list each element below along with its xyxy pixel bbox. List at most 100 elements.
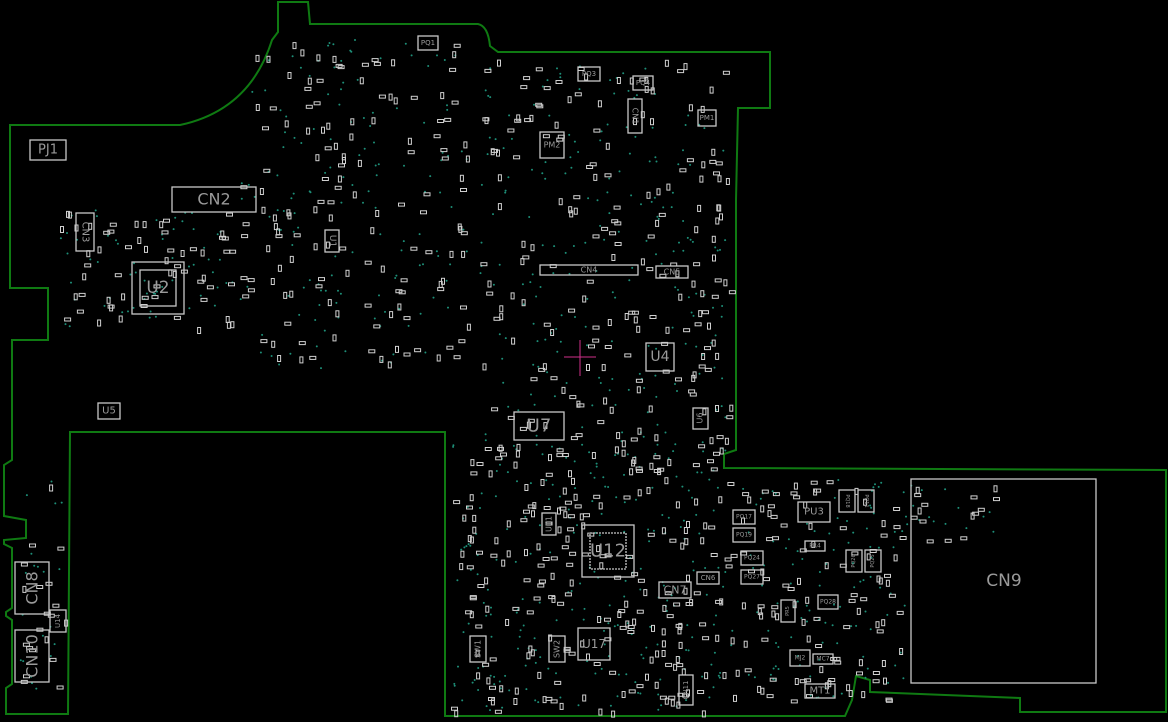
mosfet-pq17[interactable]: PQ17	[732, 509, 756, 525]
smd-pad	[29, 648, 36, 653]
chip-u11[interactable]: U11	[541, 512, 557, 536]
chip-u17[interactable]: U17	[577, 627, 611, 661]
connector-cn10[interactable]: CN10	[14, 629, 50, 683]
via	[595, 270, 598, 272]
switch-sw1[interactable]: SW1	[469, 635, 487, 663]
smd-pad	[819, 666, 824, 674]
jumper-mj2[interactable]: MJ2	[789, 649, 811, 667]
via	[395, 107, 398, 110]
via	[485, 614, 488, 617]
chip-u5[interactable]: U5	[97, 402, 121, 420]
mosfet-pq11[interactable]: PQ11	[857, 489, 875, 513]
smd-pad	[661, 628, 666, 636]
smd-pad	[636, 386, 641, 394]
via	[506, 528, 509, 531]
smd-pad	[993, 485, 998, 493]
resistor-pr4[interactable]: PR4	[804, 540, 826, 552]
smd-pad	[760, 568, 765, 576]
smd-pad	[588, 344, 595, 349]
smd-pad	[125, 245, 132, 250]
smd-pad	[228, 282, 235, 287]
via	[920, 489, 923, 492]
via	[581, 443, 584, 446]
via	[625, 126, 628, 129]
via	[853, 586, 856, 589]
via	[289, 352, 292, 355]
smd-pad	[555, 80, 563, 84]
connector-cn11[interactable]: CN11	[678, 674, 694, 706]
connector-cn2[interactable]: CN2	[171, 186, 257, 213]
via	[467, 543, 470, 546]
via	[49, 655, 52, 657]
mosfet-pq26[interactable]: PQ26	[845, 549, 863, 573]
via	[293, 212, 296, 215]
mosfet-pq4[interactable]: PQ4	[632, 75, 654, 91]
smd-pad	[482, 363, 487, 371]
smd-pad	[646, 487, 651, 495]
connector-cn4[interactable]: CN4	[539, 264, 639, 276]
via	[637, 691, 640, 694]
smd-pad	[460, 550, 465, 558]
chip-u7[interactable]: U7	[513, 411, 565, 441]
chip-u14[interactable]: U14	[49, 609, 67, 633]
resistor-pr5[interactable]: PR5	[780, 599, 796, 623]
smd-pad	[647, 234, 655, 239]
via	[714, 334, 717, 337]
via	[692, 314, 695, 317]
via	[774, 492, 777, 495]
via	[449, 263, 452, 266]
smd-pad	[550, 329, 555, 336]
via	[569, 156, 572, 159]
chip-u12[interactable]: U12	[581, 524, 635, 578]
chip-u4[interactable]: U4	[645, 342, 675, 372]
via	[809, 675, 812, 678]
smd-pad	[725, 178, 730, 185]
smd-pad	[315, 154, 320, 162]
smd-pad	[380, 265, 385, 273]
smd-pad	[524, 118, 532, 123]
via	[161, 238, 164, 240]
pwm-pu3[interactable]: PU3	[797, 501, 831, 523]
via	[649, 625, 652, 628]
cap-mc7[interactable]: MC7	[812, 653, 834, 665]
via	[651, 126, 654, 129]
via	[564, 251, 567, 254]
smd-pad	[698, 364, 706, 369]
mosfet-pq24[interactable]: PQ24	[740, 550, 764, 566]
via	[42, 570, 45, 573]
connector-cn8[interactable]: CN8	[14, 561, 50, 615]
pmic-pm1[interactable]: PM1	[697, 109, 717, 127]
connector-cn7[interactable]: CN7	[658, 581, 692, 599]
connector-cn9[interactable]: CN9	[910, 478, 1097, 684]
smd-pad	[616, 432, 621, 440]
via	[344, 350, 347, 353]
connector-pj1[interactable]: PJ1	[29, 139, 67, 161]
smd-pad	[771, 610, 776, 618]
mosfet-pq3[interactable]: PQ3	[577, 66, 601, 82]
via	[522, 303, 525, 306]
smd-pad	[398, 202, 405, 207]
mosfet-pq1[interactable]: PQ1	[417, 35, 439, 51]
pmic-pm2[interactable]: PM2	[539, 131, 565, 159]
chip-u6[interactable]: U6	[692, 407, 709, 430]
mosfet-pq27[interactable]: PQ27	[740, 569, 764, 585]
smd-pad	[766, 537, 774, 542]
mount-mt1[interactable]: MT1	[804, 683, 836, 699]
smd-pad	[636, 325, 641, 333]
switch-sw2[interactable]: SW2	[548, 635, 566, 663]
connector-cn1[interactable]: CN1	[627, 98, 643, 134]
via	[584, 241, 587, 244]
mosfet-pq18[interactable]: PQ18	[838, 489, 856, 513]
via	[808, 609, 811, 612]
chip-u2[interactable]: U2	[131, 261, 185, 315]
chip-u1[interactable]: U1	[324, 229, 340, 253]
connector-cn3[interactable]: CN3	[75, 212, 95, 252]
connector-cn6[interactable]: CN6	[696, 571, 720, 585]
smd-pad	[223, 249, 231, 254]
connector-cn5[interactable]: CN5	[655, 265, 689, 279]
mosfet-pq25[interactable]: PQ25	[864, 549, 882, 573]
via	[443, 59, 446, 61]
mosfet-pq28[interactable]: PQ28	[817, 594, 839, 610]
mosfet-pq19[interactable]: PQ19	[732, 527, 756, 543]
